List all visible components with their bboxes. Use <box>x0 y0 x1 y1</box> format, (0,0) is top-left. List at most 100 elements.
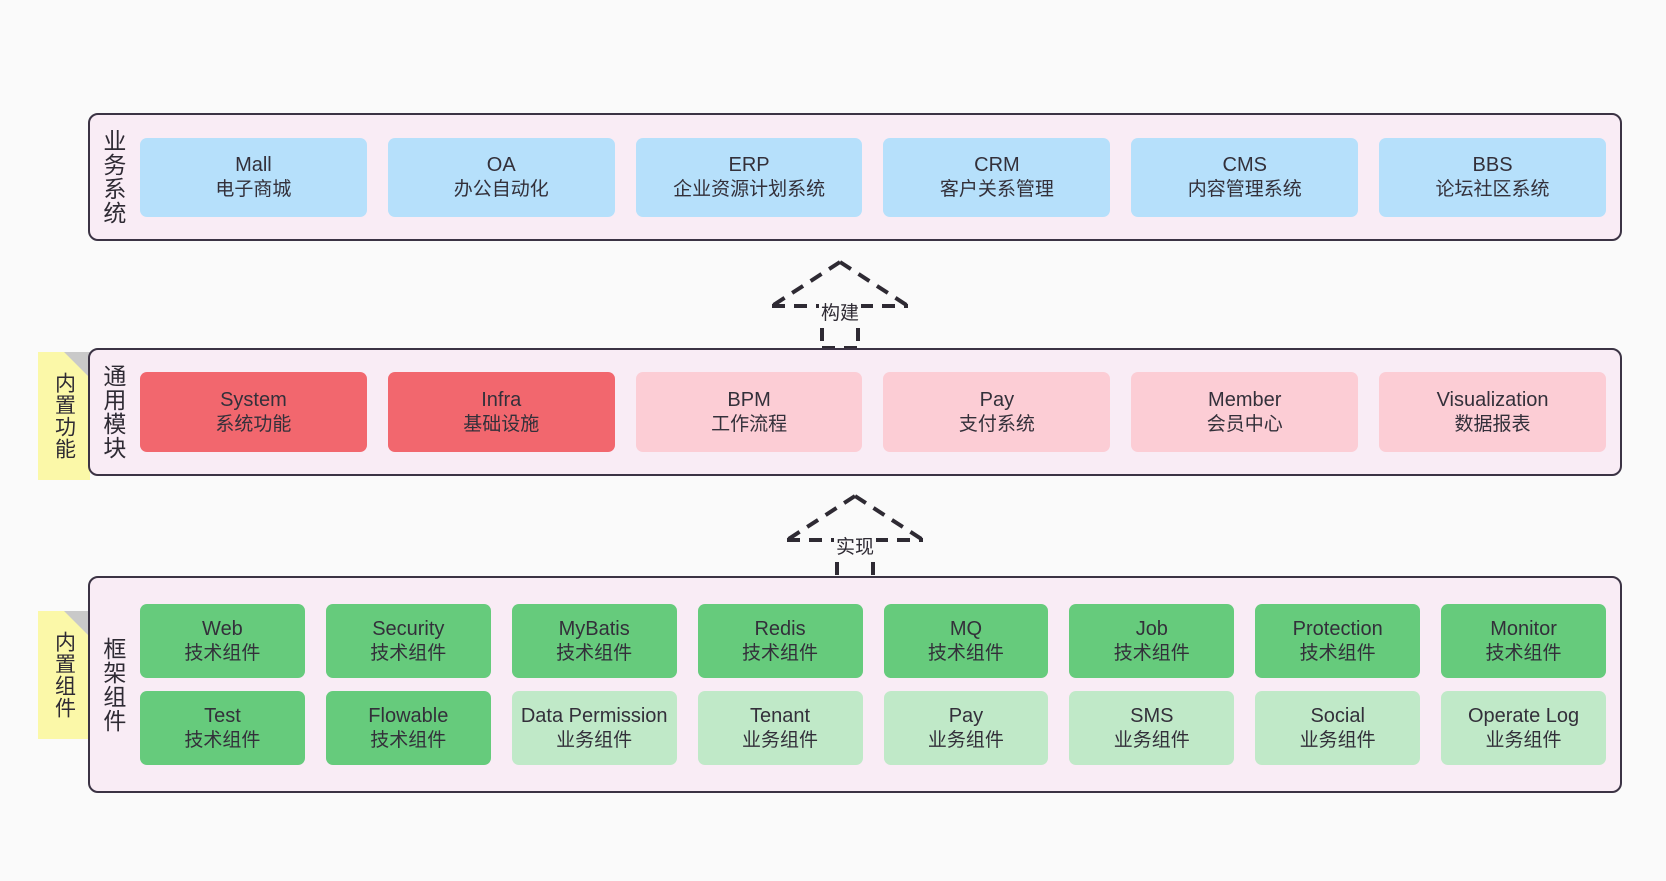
sticky-fold-icon <box>64 352 90 378</box>
node-data-permission[interactable]: Data Permission 业务组件 <box>511 691 677 765</box>
node-visualization[interactable]: Visualization 数据报表 <box>1379 372 1606 452</box>
node-bpm-name: BPM <box>727 389 771 412</box>
node-protection-name: Protection <box>1292 618 1383 641</box>
connector-realize-label: 实现 <box>833 532 877 559</box>
node-job-desc: 技术组件 <box>1113 642 1190 664</box>
node-pay-component-name: Pay <box>948 705 984 728</box>
node-monitor-name: Monitor <box>1490 618 1557 641</box>
node-social-desc: 业务组件 <box>1299 729 1376 751</box>
row-framework-1: Web 技术组件 Security 技术组件 MyBatis 技术组件 Redi… <box>140 604 1606 678</box>
node-sms[interactable]: SMS 业务组件 <box>1069 691 1235 765</box>
row-framework-2: Test 技术组件 Flowable 技术组件 Data Permission … <box>140 691 1606 765</box>
sticky-note-builtin-features-label: 内置功能 <box>52 372 76 460</box>
node-security-desc: 技术组件 <box>370 642 447 664</box>
node-web[interactable]: Web 技术组件 <box>140 604 305 678</box>
node-cms[interactable]: CMS 内容管理系统 <box>1131 137 1359 217</box>
node-bbs-name: BBS <box>1472 154 1513 177</box>
node-operate-log-name: Operate Log <box>1467 705 1580 728</box>
node-erp-desc: 企业资源计划系统 <box>673 178 826 200</box>
layer-body-modules: System 系统功能 Infra 基础设施 BPM 工作流程 Pay 支付系统… <box>134 350 1620 474</box>
node-mybatis[interactable]: MyBatis 技术组件 <box>511 604 677 678</box>
node-crm-name: CRM <box>974 154 1020 177</box>
layer-title-framework: 框架组件 <box>99 636 126 733</box>
node-flowable[interactable]: Flowable 技术组件 <box>325 691 491 765</box>
row-modules-1: System 系统功能 Infra 基础设施 BPM 工作流程 Pay 支付系统… <box>140 372 1606 452</box>
node-oa-desc: 办公自动化 <box>453 178 549 200</box>
sticky-note-builtin-components: 内置组件 <box>38 611 90 739</box>
node-member-name: Member <box>1208 389 1282 412</box>
node-pay-module-name: Pay <box>979 389 1015 412</box>
connector-build: 构建 <box>760 258 920 350</box>
connector-realize: 实现 <box>775 492 935 584</box>
node-social-name: Social <box>1310 705 1365 728</box>
node-cms-name: CMS <box>1222 154 1267 177</box>
node-monitor-desc: 技术组件 <box>1485 642 1562 664</box>
node-visualization-name: Visualization <box>1436 389 1549 412</box>
layer-title-modules: 通用模块 <box>99 364 126 460</box>
layer-body-business: Mall 电子商城 OA 办公自动化 ERP 企业资源计划系统 CRM 客户关系… <box>134 115 1620 239</box>
node-pay-component[interactable]: Pay 业务组件 <box>883 691 1049 765</box>
layer-framework-components: 框架组件 Web 技术组件 Security 技术组件 MyBatis 技术组件… <box>88 576 1622 793</box>
layer-body-framework: Web 技术组件 Security 技术组件 MyBatis 技术组件 Redi… <box>134 578 1620 791</box>
node-pay-module-desc: 支付系统 <box>958 413 1035 435</box>
node-job[interactable]: Job 技术组件 <box>1069 604 1235 678</box>
node-monitor[interactable]: Monitor 技术组件 <box>1441 604 1606 678</box>
node-crm[interactable]: CRM 客户关系管理 <box>883 137 1111 217</box>
node-crm-desc: 客户关系管理 <box>939 178 1054 200</box>
node-infra[interactable]: Infra 基础设施 <box>387 372 615 452</box>
node-operate-log[interactable]: Operate Log 业务组件 <box>1441 691 1606 765</box>
node-mq-desc: 技术组件 <box>927 642 1004 664</box>
node-social[interactable]: Social 业务组件 <box>1255 691 1421 765</box>
sticky-note-builtin-components-label: 内置组件 <box>52 631 76 719</box>
node-test-name: Test <box>204 705 241 728</box>
node-protection[interactable]: Protection 技术组件 <box>1255 604 1421 678</box>
node-erp[interactable]: ERP 企业资源计划系统 <box>635 137 863 217</box>
node-member[interactable]: Member 会员中心 <box>1131 372 1359 452</box>
node-system[interactable]: System 系统功能 <box>140 372 367 452</box>
node-redis-name: Redis <box>754 618 806 641</box>
node-oa[interactable]: OA 办公自动化 <box>387 137 615 217</box>
node-tenant[interactable]: Tenant 业务组件 <box>697 691 863 765</box>
sticky-note-builtin-features: 内置功能 <box>38 352 90 480</box>
node-web-name: Web <box>202 618 243 641</box>
node-security[interactable]: Security 技术组件 <box>325 604 491 678</box>
node-bbs-desc: 论坛社区系统 <box>1435 178 1550 200</box>
node-infra-desc: 基础设施 <box>463 413 540 435</box>
node-pay-module[interactable]: Pay 支付系统 <box>883 372 1111 452</box>
node-redis[interactable]: Redis 技术组件 <box>697 604 863 678</box>
sticky-fold-icon <box>64 611 90 637</box>
node-infra-name: Infra <box>481 389 522 412</box>
node-member-desc: 会员中心 <box>1206 413 1283 435</box>
node-mq[interactable]: MQ 技术组件 <box>883 604 1049 678</box>
node-security-name: Security <box>372 618 445 641</box>
node-mybatis-desc: 技术组件 <box>556 642 633 664</box>
node-cms-desc: 内容管理系统 <box>1187 178 1302 200</box>
node-redis-desc: 技术组件 <box>742 642 819 664</box>
layer-business-systems: 业务系统 Mall 电子商城 OA 办公自动化 ERP 企业资源计划系统 CRM… <box>88 113 1622 241</box>
node-sms-name: SMS <box>1130 705 1174 728</box>
connector-build-label: 构建 <box>818 298 862 325</box>
node-bpm-desc: 工作流程 <box>711 413 788 435</box>
node-flowable-desc: 技术组件 <box>370 729 447 751</box>
node-mall[interactable]: Mall 电子商城 <box>140 137 367 217</box>
node-mall-name: Mall <box>235 154 272 177</box>
node-operate-log-desc: 业务组件 <box>1485 729 1562 751</box>
node-bbs[interactable]: BBS 论坛社区系统 <box>1379 137 1606 217</box>
node-data-permission-name: Data Permission <box>520 705 668 728</box>
node-flowable-name: Flowable <box>368 705 449 728</box>
node-pay-component-desc: 业务组件 <box>927 729 1004 751</box>
node-bpm[interactable]: BPM 工作流程 <box>635 372 863 452</box>
node-tenant-name: Tenant <box>750 705 811 728</box>
node-mybatis-name: MyBatis <box>558 618 630 641</box>
node-mall-desc: 电子商城 <box>215 178 292 200</box>
node-visualization-desc: 数据报表 <box>1454 413 1531 435</box>
row-business-1: Mall 电子商城 OA 办公自动化 ERP 企业资源计划系统 CRM 客户关系… <box>140 137 1606 217</box>
node-protection-desc: 技术组件 <box>1299 642 1376 664</box>
node-mq-name: MQ <box>949 618 983 641</box>
node-system-name: System <box>220 389 287 412</box>
node-system-desc: 系统功能 <box>215 413 292 435</box>
node-data-permission-desc: 业务组件 <box>556 729 633 751</box>
layer-title-business: 业务系统 <box>99 129 126 225</box>
node-test[interactable]: Test 技术组件 <box>140 691 305 765</box>
